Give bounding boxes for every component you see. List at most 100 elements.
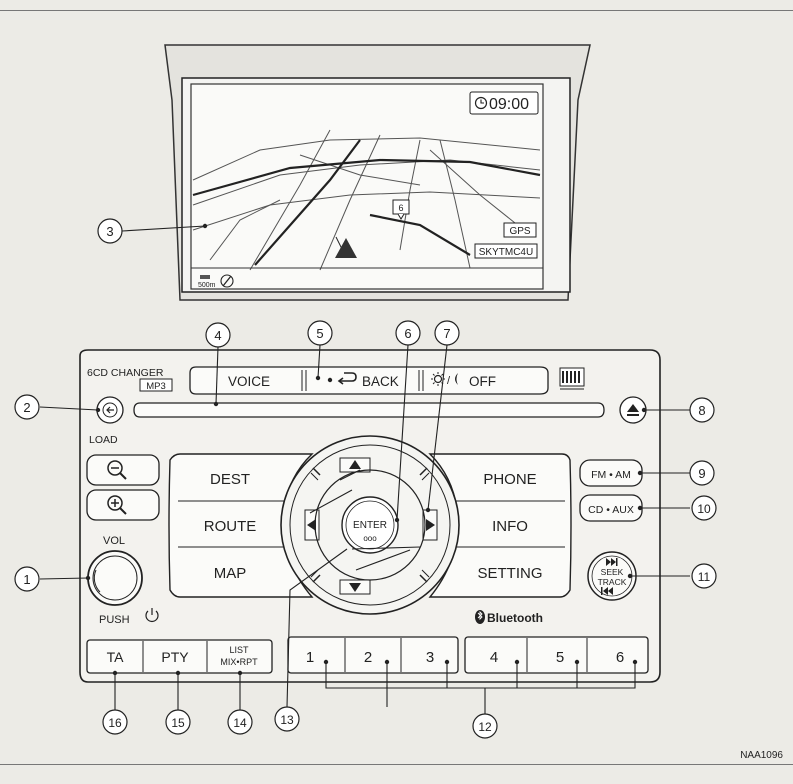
changer-label: 6CD CHANGER	[87, 367, 164, 379]
svg-text:5: 5	[556, 649, 564, 666]
callout-7: 7	[434, 320, 460, 346]
map-button[interactable]: MAP	[180, 550, 280, 592]
svg-text:OFF: OFF	[469, 374, 496, 389]
figure-code: NAA1096	[740, 750, 783, 761]
setting-button[interactable]: SETTING	[460, 550, 562, 592]
svg-text:3: 3	[426, 649, 434, 666]
svg-text:TRACK: TRACK	[598, 577, 627, 587]
leader-dots	[85, 223, 647, 676]
zoom-in-icon	[107, 495, 123, 511]
volume-knob[interactable]	[87, 550, 143, 606]
vol-label: VOL	[103, 535, 125, 547]
preset-button-2[interactable]: 2	[346, 638, 400, 672]
svg-text:TA: TA	[107, 649, 125, 665]
svg-text:13: 13	[280, 713, 294, 727]
preset-group-right	[464, 636, 649, 674]
brightness-icon	[433, 374, 443, 384]
mp3-badge	[139, 378, 173, 392]
callout-14: 14	[227, 709, 253, 735]
svg-text:15: 15	[171, 716, 185, 730]
scale-bar-icon	[200, 275, 210, 279]
svg-text:3: 3	[106, 224, 113, 239]
eject-icon	[627, 404, 639, 412]
svg-text:FM • AM: FM • AM	[591, 469, 631, 481]
svg-text:6: 6	[404, 326, 411, 341]
brightness-off-button[interactable]: / OFF	[424, 369, 539, 392]
callout-13: 13	[274, 706, 300, 732]
callout-16: 16	[102, 709, 128, 735]
preset-button-4[interactable]: 4	[466, 638, 526, 672]
bluetooth-logo: Bluetooth	[475, 610, 543, 625]
callout-12: 12	[472, 713, 498, 739]
svg-text:9: 9	[698, 466, 705, 481]
svg-text:5: 5	[316, 326, 323, 341]
load-button[interactable]	[96, 396, 124, 424]
svg-text:CD • AUX: CD • AUX	[588, 504, 634, 516]
preset-button-6[interactable]: 6	[588, 638, 647, 672]
list-mix-rpt-button[interactable]: LIST MIX•RPT	[208, 641, 271, 672]
cd-aux-button[interactable]: CD • AUX	[579, 494, 643, 522]
svg-text:6: 6	[616, 649, 624, 666]
svg-text:11: 11	[698, 570, 711, 584]
night-mode-icon	[455, 373, 458, 385]
dest-button[interactable]: DEST	[180, 457, 280, 497]
load-label: LOAD	[89, 434, 118, 446]
voice-button[interactable]: VOICE	[198, 369, 301, 392]
up-arrow-icon	[349, 460, 361, 469]
callout-9: 9	[689, 460, 715, 486]
right-arrow-icon	[426, 519, 435, 531]
leader-lines	[39, 225, 690, 710]
svg-text:7: 7	[443, 326, 450, 341]
svg-text:12: 12	[478, 720, 492, 734]
svg-text:INFO: INFO	[492, 518, 528, 535]
back-button[interactable]: BACK	[307, 369, 417, 392]
route-button[interactable]: ROUTE	[180, 504, 280, 544]
callout-3: 3	[97, 218, 123, 244]
svg-text:PTY: PTY	[161, 649, 189, 665]
head-unit: 6CD CHANGER MP3 VOICE BACK / OFF	[79, 349, 661, 683]
eject-button[interactable]	[619, 396, 647, 424]
svg-text:MP3: MP3	[146, 381, 166, 392]
preset-button-1[interactable]: 1	[289, 638, 344, 672]
zoom-out-button[interactable]	[86, 454, 160, 486]
callout-8: 8	[689, 397, 715, 423]
info-button[interactable]: INFO	[460, 504, 562, 544]
cd-slot	[133, 402, 605, 418]
svg-text:8: 8	[698, 403, 705, 418]
traffic-indicator	[474, 243, 538, 259]
clock-time: 09:00	[489, 96, 529, 113]
left-arrow-icon	[307, 519, 316, 531]
down-arrow-icon	[349, 583, 361, 592]
callout-6: 6	[395, 320, 421, 346]
preset-button-3[interactable]: 3	[402, 638, 457, 672]
phone-button[interactable]: PHONE	[460, 457, 562, 497]
ta-button[interactable]: TA	[88, 641, 142, 672]
fm-am-button[interactable]: FM • AM	[579, 459, 643, 487]
svg-text:2: 2	[23, 400, 30, 415]
svg-text:MAP: MAP	[214, 565, 247, 582]
svg-text:ooo: ooo	[363, 534, 377, 543]
clock-box	[469, 91, 539, 115]
enter-button[interactable]: ENTER ooo	[341, 496, 399, 554]
navigation-display: 09:00 6 GPS SKYTMC4U 500m	[164, 44, 591, 301]
bluetooth-icon	[477, 610, 483, 621]
svg-text:GPS: GPS	[509, 226, 530, 237]
callout-2: 2	[14, 394, 40, 420]
clock-icon	[474, 96, 488, 110]
power-icon	[145, 608, 159, 622]
svg-text:SKYTMC4U: SKYTMC4U	[479, 247, 533, 258]
svg-text:DEST: DEST	[210, 471, 250, 488]
pty-button[interactable]: PTY	[144, 641, 206, 672]
callout-11: 11	[691, 563, 717, 589]
svg-text:Bluetooth: Bluetooth	[487, 611, 543, 625]
gps-indicator	[503, 222, 537, 238]
skip-forward-icon	[606, 558, 616, 566]
joystick-pad[interactable]	[304, 457, 438, 595]
back-arrow-icon	[340, 372, 357, 382]
zoom-in-button[interactable]	[86, 489, 160, 521]
svg-text:2: 2	[364, 649, 372, 666]
svg-text:ENTER: ENTER	[353, 520, 387, 531]
preset-button-5[interactable]: 5	[528, 638, 586, 672]
callout-1: 1	[14, 566, 40, 592]
